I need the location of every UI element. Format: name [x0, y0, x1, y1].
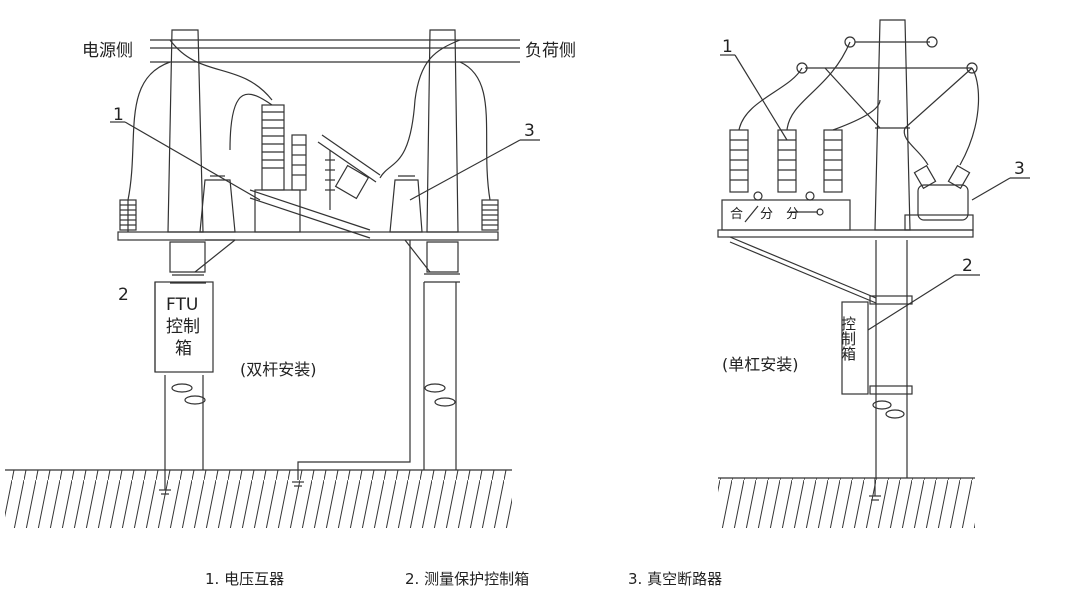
- single-pole-drawing: [717, 19, 1030, 528]
- left-callout-2: 2: [118, 285, 129, 305]
- ground-hatch-right: [718, 478, 975, 528]
- ground-hatch-left: [5, 470, 512, 528]
- left-end-insulator: [119, 61, 171, 232]
- legend-item-2: 2. 测量保护控制箱: [405, 570, 529, 588]
- single-pole-mount-label: (单杠安装): [722, 355, 799, 374]
- double-pole-mount-label: (双杆安装): [240, 360, 317, 379]
- right-callout-1: 1: [722, 37, 733, 57]
- switch-label-open-2: 分: [786, 207, 799, 222]
- control-box-label: 控制箱: [839, 316, 857, 361]
- legend-item-1: 1. 电压互器: [205, 570, 284, 588]
- right-pole: [423, 29, 460, 470]
- right-end-insulator: [459, 61, 499, 231]
- double-pole-drawing: [5, 29, 540, 528]
- legend-item-3: 3. 真空断路器: [628, 570, 722, 588]
- left-callout-3: 3: [524, 121, 535, 141]
- single-insulators: [729, 41, 881, 193]
- ftu-label-line1: FTU: [166, 295, 198, 315]
- voltage-transformer-right: [379, 39, 461, 233]
- single-platform: [717, 229, 974, 238]
- left-callout-1: 1: [113, 105, 124, 125]
- left-pole: [164, 29, 206, 470]
- single-pole: [874, 19, 911, 231]
- ftu-label-line2: 控制: [166, 317, 200, 337]
- voltage-transformer-left: [199, 175, 236, 233]
- right-callout-3: 3: [1014, 159, 1025, 179]
- voltage-transformer-single: [903, 67, 980, 231]
- ftu-label-line3: 箱: [175, 339, 192, 359]
- vacuum-breaker-single: [721, 199, 851, 231]
- switch-label-open-1: 分: [760, 207, 773, 222]
- single-control-box: [841, 301, 869, 395]
- vacuum-breaker-double: [169, 39, 381, 239]
- right-callout-2: 2: [962, 256, 973, 276]
- switch-label-close: 合: [730, 207, 743, 222]
- source-side-label: 电源侧: [82, 41, 133, 61]
- load-side-label: 负荷侧: [525, 41, 576, 61]
- mounting-platform: [117, 231, 499, 241]
